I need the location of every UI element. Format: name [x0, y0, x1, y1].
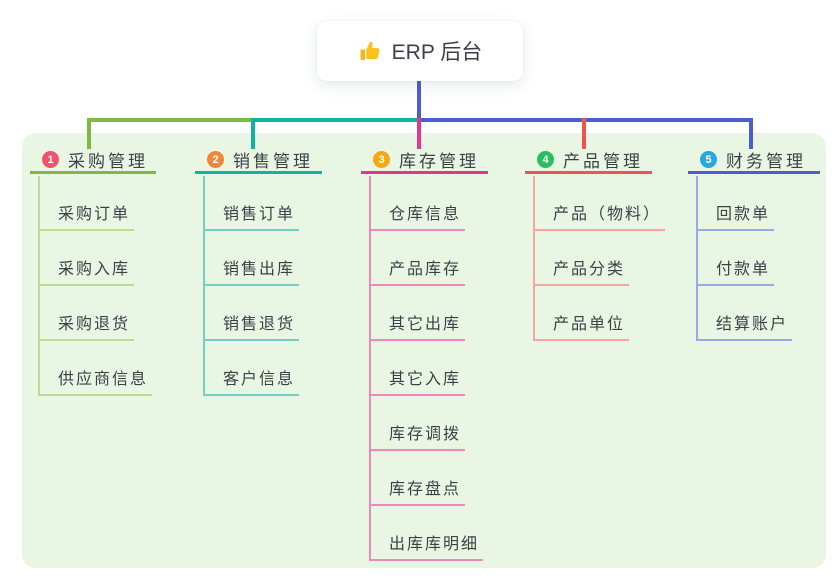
child-node[interactable]: 产品单位	[533, 317, 630, 341]
root-label: ERP 后台	[391, 41, 483, 64]
mindmap-canvas	[22, 133, 826, 568]
child-node[interactable]: 其它入库	[369, 372, 466, 396]
child-node[interactable]: 销售出库	[203, 262, 300, 286]
child-rail-line	[696, 176, 698, 341]
branch-node-1[interactable]: 1 采购管理	[30, 148, 156, 174]
branch-number-badge: 1	[42, 151, 59, 168]
child-node[interactable]: 产品库存	[369, 262, 466, 286]
child-node[interactable]: 产品（物料）	[533, 207, 666, 231]
child-node[interactable]: 结算账户	[696, 317, 793, 341]
connector-line	[417, 80, 421, 122]
branch-node-4[interactable]: 4 产品管理	[525, 148, 652, 174]
child-node[interactable]: 库存盘点	[369, 482, 466, 506]
connector-line	[251, 118, 255, 149]
child-node[interactable]: 其它出库	[369, 317, 466, 341]
branch-label: 库存管理	[399, 152, 479, 171]
branch-number-badge: 4	[537, 151, 554, 168]
branch-label: 产品管理	[563, 152, 643, 171]
branch-number-badge: 2	[207, 151, 224, 168]
root-node[interactable]: ERP 后台	[317, 21, 523, 81]
branch-label: 销售管理	[233, 152, 313, 171]
connector-line	[749, 118, 753, 149]
branch-node-2[interactable]: 2 销售管理	[195, 148, 322, 174]
branch-node-5[interactable]: 5 财务管理	[688, 148, 820, 174]
thumbs-up-icon	[358, 39, 382, 63]
child-node[interactable]: 供应商信息	[38, 372, 153, 396]
child-node[interactable]: 销售退货	[203, 317, 300, 341]
connector-line	[417, 118, 421, 149]
child-node[interactable]: 回款单	[696, 207, 775, 231]
branch-number-badge: 5	[700, 151, 717, 168]
child-node[interactable]: 采购退货	[38, 317, 135, 341]
child-rail-line	[369, 176, 371, 561]
branch-label: 采购管理	[68, 152, 148, 171]
child-node[interactable]: 库存调拨	[369, 427, 466, 451]
child-node[interactable]: 产品分类	[533, 262, 630, 286]
child-node[interactable]: 销售订单	[203, 207, 300, 231]
child-node[interactable]: 采购订单	[38, 207, 135, 231]
connector-line	[87, 118, 251, 122]
branch-label: 财务管理	[726, 152, 806, 171]
connector-line	[251, 118, 417, 122]
child-node[interactable]: 采购入库	[38, 262, 135, 286]
child-rail-line	[533, 176, 535, 341]
connector-line	[582, 118, 586, 149]
child-node[interactable]: 付款单	[696, 262, 775, 286]
branch-node-3[interactable]: 3 库存管理	[361, 148, 488, 174]
child-node[interactable]: 出库库明细	[369, 537, 484, 561]
branch-number-badge: 3	[373, 151, 390, 168]
child-node[interactable]: 客户信息	[203, 372, 300, 396]
child-rail-line	[38, 176, 40, 396]
connector-line	[87, 118, 91, 149]
child-node[interactable]: 仓库信息	[369, 207, 466, 231]
child-rail-line	[203, 176, 205, 396]
